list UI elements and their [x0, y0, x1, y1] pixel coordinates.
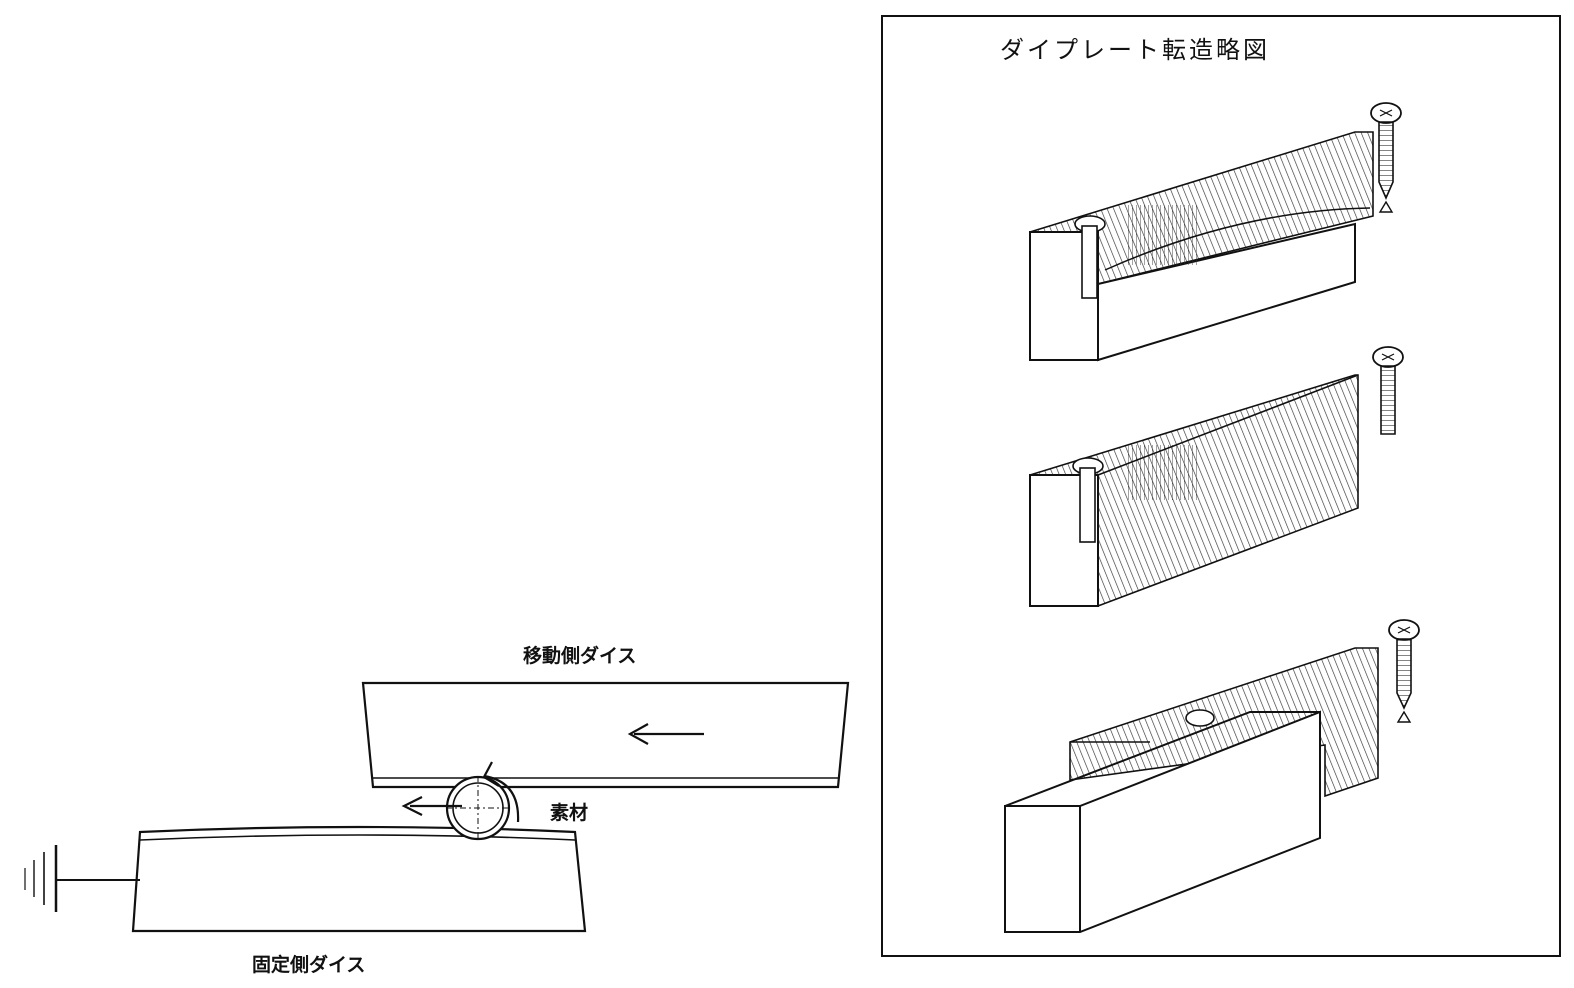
panel-title: ダイプレート転造略図 [1000, 36, 1270, 64]
die-plate-figure-2 [1029, 374, 1359, 608]
screw-icon [1185, 709, 1215, 727]
screw-icon [1074, 215, 1106, 299]
fixed-die-label: 固定側ダイス [252, 954, 366, 976]
die-plate-panel [881, 15, 1561, 957]
screw-icon [1072, 457, 1104, 543]
moving-die [361, 681, 850, 789]
rotate-clockwise-icon [482, 761, 520, 823]
die-plate-figure-1 [1029, 131, 1374, 362]
blank-direction-arrow-icon [401, 796, 462, 816]
moving-die-label: 移動側ダイス [523, 645, 637, 667]
ground-icon [24, 845, 140, 912]
arrow-left-icon [627, 723, 704, 745]
screw-icon [1388, 619, 1420, 723]
die-plate-figure-3 [1004, 647, 1379, 933]
fixed-die [131, 825, 587, 933]
screw-icon [1370, 102, 1402, 213]
left-rolling-diagram [24, 681, 850, 933]
screw-icon [1372, 346, 1404, 435]
blank-label: 素材 [550, 802, 589, 824]
blank-workpiece [445, 775, 511, 841]
